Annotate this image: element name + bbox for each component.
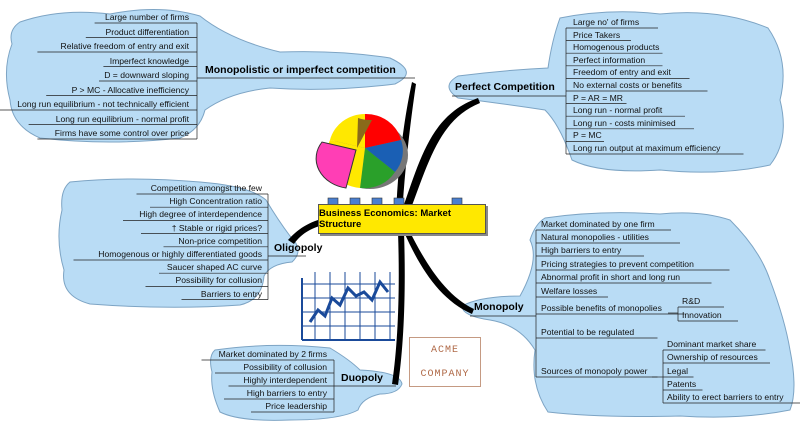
- leaf-monopoly[interactable]: Potential to be regulated: [541, 327, 635, 337]
- trunk-to-monopoly: [404, 232, 474, 314]
- leaf-monopolistic[interactable]: P > MC - Allocative inefficiency: [71, 84, 189, 95]
- leaf-perfect[interactable]: Homogenous products: [573, 42, 660, 53]
- leaf-monopoly-source[interactable]: Legal: [667, 366, 689, 376]
- cloud-perfect: [448, 11, 784, 173]
- leaf-monopolistic[interactable]: D = downward sloping: [104, 70, 189, 80]
- leaf-perfect[interactable]: No external costs or benefits: [573, 80, 682, 90]
- leaf-monopolistic[interactable]: Large number of firms: [104, 12, 189, 22]
- leaf-duopoly[interactable]: Possibility of collusion: [243, 362, 327, 372]
- leaf-duopoly[interactable]: Market dominated by 2 firms: [218, 349, 327, 359]
- leaf-monopoly[interactable]: Possible benefits of monopolies: [541, 303, 662, 313]
- leaf-monopoly[interactable]: Market dominated by one firm: [541, 219, 655, 229]
- leaf-monopoly[interactable]: High barriers to entry: [541, 245, 622, 255]
- pie-chart-graphic: [315, 113, 408, 189]
- cloud-duopoly: [210, 344, 403, 421]
- leaf-oligopoly[interactable]: High Concentration ratio: [169, 196, 262, 207]
- leaf-monopoly-source[interactable]: Ability to erect barriers to entry: [667, 392, 784, 402]
- leaf-duopoly[interactable]: Highly interdependent: [243, 375, 327, 385]
- leaf-perfect[interactable]: Perfect information: [573, 54, 646, 65]
- branch-title-oligopoly[interactable]: Oligopoly: [274, 242, 323, 254]
- leaf-perfect[interactable]: Long run output at maximum efficiency: [573, 143, 721, 153]
- acme-logo: ACME COMPANY: [409, 337, 481, 387]
- leaf-perfect[interactable]: Freedom of entry and exit: [573, 67, 671, 78]
- cloud-monopolistic: [6, 9, 407, 143]
- leaf-perfect[interactable]: P = AR = MR: [573, 92, 623, 103]
- leaf-monopolistic[interactable]: Long run equilibrium - not technically e…: [17, 99, 189, 109]
- leaf-monopoly[interactable]: Natural monopolies - utilities: [541, 232, 649, 242]
- leaf-monopoly-benefit[interactable]: Innovation: [682, 310, 722, 320]
- trunk-to-duopoly: [392, 232, 405, 385]
- branch-title-monopolistic[interactable]: Monopolistic or imperfect competition: [205, 64, 396, 76]
- trunk-to-oligopoly: [288, 220, 320, 244]
- leaf-oligopoly[interactable]: High degree of interdependence: [139, 209, 262, 220]
- leaf-perfect[interactable]: Long run - normal profit: [573, 105, 663, 116]
- leaf-oligopoly[interactable]: Saucer shaped AC curve: [166, 262, 262, 273]
- leaf-monopolistic[interactable]: Imperfect knowledge: [109, 55, 189, 66]
- leaf-monopoly[interactable]: Abnormal profit in short and long run: [541, 272, 681, 282]
- leaf-monopoly-source[interactable]: Dominant market share: [667, 339, 757, 349]
- cloud-oligopoly: [58, 178, 299, 308]
- leaf-duopoly[interactable]: Price leadership: [265, 401, 327, 411]
- leaf-perfect[interactable]: Long run - costs minimised: [573, 117, 676, 128]
- leaf-monopoly[interactable]: Welfare losses: [541, 286, 598, 296]
- leaf-duopoly[interactable]: High barriers to entry: [246, 388, 327, 398]
- leaf-monopolistic[interactable]: Relative freedom of entry and exit: [60, 41, 190, 51]
- leaf-oligopoly[interactable]: † Stable or rigid prices?: [171, 222, 262, 233]
- central-topic-label: Business Economics: Market Structure: [319, 208, 451, 230]
- branch-title-duopoly[interactable]: Duopoly: [341, 372, 383, 384]
- trunk-to-perfect: [400, 98, 480, 216]
- leaf-oligopoly[interactable]: Possibility for collusion: [175, 275, 262, 286]
- leaf-monopolistic[interactable]: Firms have some control over price: [54, 128, 189, 138]
- central-topic[interactable]: Business Economics: Market Structure: [318, 204, 486, 234]
- leaf-monopoly-source[interactable]: Ownership of resources: [667, 352, 758, 362]
- cloud-monopoly: [461, 212, 795, 418]
- leaf-monopoly-benefit[interactable]: R&D: [682, 296, 701, 306]
- leaf-monopoly[interactable]: Pricing strategies to prevent competitio…: [541, 259, 694, 269]
- leaf-perfect[interactable]: P = MC: [573, 130, 602, 141]
- leaf-monopoly[interactable]: Sources of monopoly power: [541, 366, 648, 376]
- acme-logo-line2: COMPANY: [420, 368, 470, 380]
- leaf-oligopoly[interactable]: Barriers to entry: [200, 288, 262, 299]
- leaf-monopoly-source[interactable]: Patents: [667, 379, 697, 389]
- leaf-perfect[interactable]: Price Takers: [573, 29, 621, 40]
- acme-logo-line1: ACME: [430, 344, 459, 356]
- branch-title-monopoly[interactable]: Monopoly: [474, 301, 524, 313]
- leaf-oligopoly[interactable]: Competition amongst the few: [150, 183, 262, 193]
- leaf-oligopoly[interactable]: Homogenous or highly differentiated good…: [98, 249, 262, 259]
- leaf-perfect[interactable]: Large no' of firms: [573, 17, 640, 27]
- leaf-monopolistic[interactable]: Product differentiation: [105, 26, 189, 37]
- branch-title-perfect[interactable]: Perfect Competition: [455, 81, 555, 93]
- line-chart-graphic: [301, 272, 395, 341]
- leaf-monopolistic[interactable]: Long run equilibrium - normal profit: [55, 113, 189, 124]
- leaf-oligopoly[interactable]: Non-price competition: [178, 235, 262, 246]
